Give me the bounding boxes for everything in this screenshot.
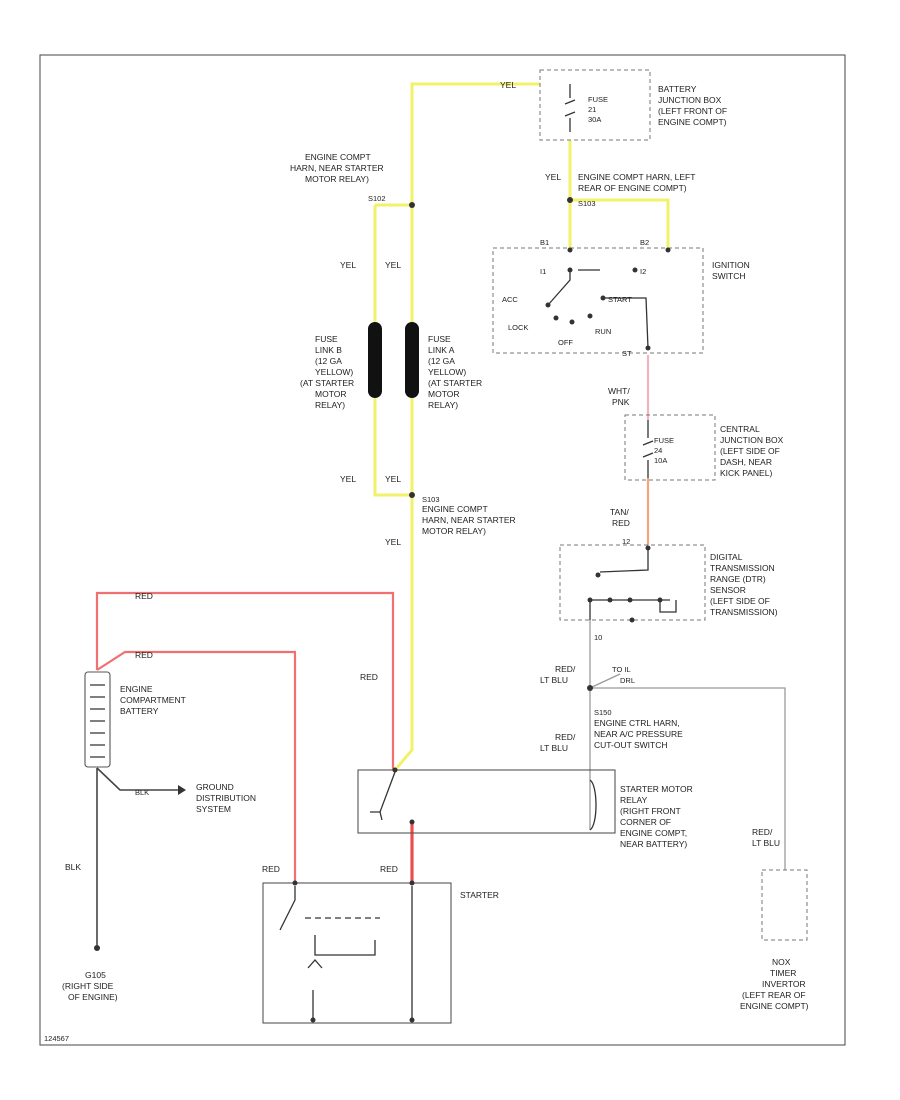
fuse-24-label: FUSE 24 10A — [654, 436, 676, 465]
splice-mid-label: S102 — [368, 194, 386, 203]
figure-id: 124567 — [44, 1034, 69, 1043]
ign-pos-lock: LOCK — [508, 323, 528, 332]
ign-pin-i2: I2 — [640, 267, 646, 276]
ign-pin-i1: I1 — [540, 267, 546, 276]
splice-top-label: S103 — [578, 199, 596, 208]
splice-s103-dot — [567, 197, 573, 203]
ignition-switch-label: IGNITION SWITCH — [712, 260, 752, 281]
wire-label-red-3: RED — [360, 672, 378, 682]
wire-yel-top — [410, 82, 540, 205]
battery-junction-box — [539, 69, 651, 141]
ign-pos-run: RUN — [595, 327, 611, 336]
starter-box — [262, 882, 452, 1024]
wire-label-red-1: RED — [135, 591, 153, 601]
fuse-link-b — [368, 322, 382, 398]
wire-label-yel-l1: YEL — [340, 260, 356, 270]
wire-label-red-ltblu-3: RED/ LT BLU — [752, 827, 780, 848]
wire-label-blk-1: BLK — [135, 788, 149, 797]
ignition-switch-box — [492, 247, 704, 354]
dtr-sensor-box — [559, 544, 706, 621]
wire-label-tan-red: TAN/ RED — [610, 507, 631, 528]
dtr-sensor-label: DIGITAL TRANSMISSION RANGE (DTR) SENSOR … — [710, 552, 778, 617]
wire-label-red-ltblu-1: RED/ LT BLU — [540, 664, 578, 685]
fuse-link-a-label: FUSE LINK A (12 GA YELLOW) (AT STARTER M… — [428, 334, 485, 410]
ign-pin-b1: B1 — [540, 238, 549, 247]
wire-label-red-2: RED — [135, 650, 153, 660]
splice-top-dot — [409, 202, 415, 208]
nox-timer-label: NOX TIMER INVERTOR (LEFT REAR OF ENGINE … — [740, 957, 809, 1011]
wire-yel-to-relay — [393, 495, 414, 771]
starter-label: STARTER — [460, 890, 499, 900]
wire-label-blk-2: BLK — [65, 862, 81, 872]
fuse-21-label: FUSE 21 30A — [588, 95, 610, 124]
wire-red-ltblu-nox — [590, 687, 786, 870]
starter-motor-relay-label: STARTER MOTOR RELAY (RIGHT FRONT CORNER … — [620, 784, 695, 849]
wire-yel-ign-b2 — [570, 198, 670, 248]
ground-distribution-arrow-icon — [178, 785, 186, 795]
ign-pos-off: OFF — [558, 338, 573, 347]
starter-motor-relay-box — [357, 769, 616, 834]
ign-pin-st: ST — [622, 349, 632, 358]
wire-label-wht-pnk: WHT/ PNK — [608, 386, 632, 407]
wire-label-red-5: RED — [380, 864, 398, 874]
wire-label-yel-r2: YEL — [385, 474, 401, 484]
central-junction-box-label: CENTRAL JUNCTION BOX (LEFT SIDE OF DASH,… — [720, 424, 786, 478]
ign-pos-start: START — [608, 295, 632, 304]
battery-label: ENGINE COMPARTMENT BATTERY — [120, 684, 188, 716]
wire-red-battery-starter — [96, 650, 297, 883]
wire-label-yel-r3: YEL — [385, 537, 401, 547]
harn-left-rear-label: ENGINE COMPT HARN, LEFT REAR OF ENGINE C… — [578, 172, 698, 193]
battery-junction-box-label: BATTERY JUNCTION BOX (LEFT FRONT OF ENGI… — [658, 84, 729, 127]
dtr-pin-top: 12 — [622, 537, 630, 546]
wire-red-battery-relay — [95, 591, 395, 770]
wire-to-il — [589, 673, 621, 689]
harn-ac-pressure-label: ENGINE CTRL HARN, NEAR A/C PRESSURE CUT-… — [594, 718, 685, 750]
wire-label-yel-r1: YEL — [385, 260, 401, 270]
wire-label-yel-l2: YEL — [340, 474, 356, 484]
wire-blk-ground-dist — [96, 767, 178, 791]
fuse-link-b-label: FUSE LINK B (12 GA YELLOW) (AT STARTER M… — [300, 334, 357, 410]
wire-label-yel-fuse21: YEL — [545, 172, 561, 182]
wire-yel-left-lower — [373, 398, 412, 497]
ground-g105-label: G105 (RIGHT SIDE OF ENGINE) — [62, 970, 118, 1002]
ign-pos-acc: ACC — [502, 295, 518, 304]
splice-bottom-label: S103 — [422, 495, 440, 504]
central-junction-box — [624, 414, 716, 481]
ground-g105-icon — [94, 945, 100, 951]
splice-s150-dot — [587, 685, 593, 691]
harn-near-starter-top-label: ENGINE COMPT HARN, NEAR STARTER MOTOR RE… — [290, 152, 386, 184]
splice-mid-dot — [409, 492, 415, 498]
splice-s150-label: S150 — [594, 708, 612, 717]
dtr-pin-bottom: 10 — [594, 633, 602, 642]
wire-label-yel-top: YEL — [500, 80, 516, 90]
wire-label-red-ltblu-2: RED/ LT BLU — [540, 732, 578, 753]
fuse-link-a — [405, 322, 419, 398]
nox-timer-box — [761, 869, 808, 941]
to-il-drl-label: TO IL DRL — [612, 665, 635, 685]
engine-compartment-battery — [84, 671, 111, 768]
wire-label-red-4: RED — [262, 864, 280, 874]
ign-pin-b2: B2 — [640, 238, 649, 247]
harn-near-starter-bottom-label: ENGINE COMPT HARN, NEAR STARTER MOTOR RE… — [422, 504, 518, 536]
ground-distribution-label: GROUND DISTRIBUTION SYSTEM — [196, 782, 258, 814]
diagram-frame — [39, 54, 846, 1046]
